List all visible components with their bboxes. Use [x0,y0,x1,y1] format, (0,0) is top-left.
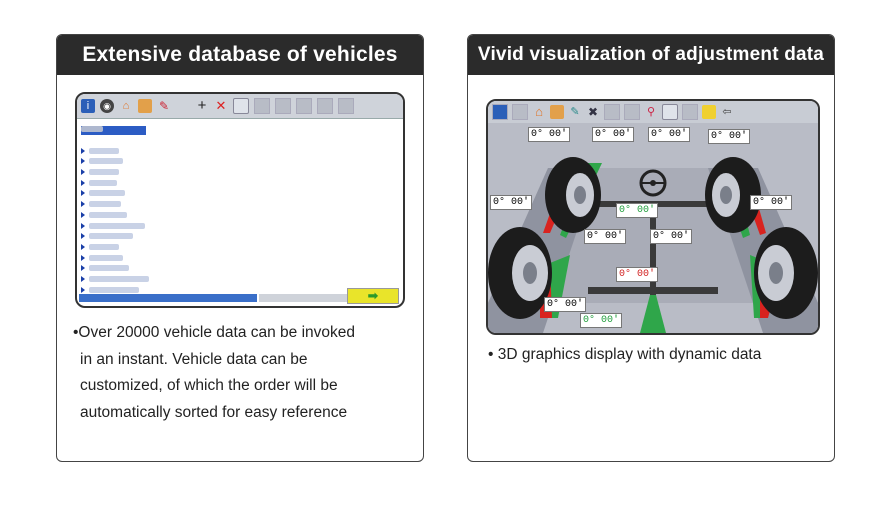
home-icon[interactable]: ⌂ [122,100,130,112]
front-right-caster-readout: 0° 00' [648,127,691,142]
toolbar-slot [254,98,270,114]
list-item[interactable] [81,135,291,146]
pencil-icon[interactable]: ✎ [570,106,580,118]
selected-vehicle-row[interactable] [81,126,146,135]
home-icon[interactable]: ⌂ [535,104,543,119]
arrow-right-icon: ➡ [367,288,379,303]
vehicle-database-card: Extensive database of vehicles i ◉ ⌂ ✎ +… [56,34,424,462]
toolbar-slot [492,104,508,120]
adjustment-visualization-card: Vivid visualization of adjustment data ⌂… [467,34,835,462]
list-item[interactable] [81,210,291,221]
front-right-wheel [705,157,761,233]
list-item[interactable] [81,199,291,210]
rear-axle [588,287,718,294]
description-line: in an instant. Vehicle data can be [80,350,308,368]
toolbar-slot [317,98,333,114]
description-line: •Over 20000 vehicle data can be invoked [73,324,356,341]
description-line: • 3D graphics display with dynamic data [488,346,762,363]
rear-left-camber-readout: 0° 00' [584,229,627,244]
alignment-toolbar: ⌂ ✎ ✖ ⚲ ⇦ [488,101,818,123]
rear-left-wheel [488,227,552,319]
wrench-icon[interactable]: ✖ [587,105,599,119]
vehicle-database-title: Extensive database of vehicles [57,35,423,75]
front-left-wheel [545,157,601,233]
folder-icon[interactable] [138,99,152,113]
list-item[interactable] [81,274,291,285]
adjustment-visualization-description: • 3D graphics display with dynamic data [488,343,761,367]
list-item[interactable] [81,177,291,188]
front-right-camber-readout: 0° 00' [708,129,751,144]
add-icon[interactable]: + [197,97,207,114]
list-item[interactable] [81,231,291,242]
front-left-caster-readout: 0° 00' [592,127,635,142]
drive-shaft [650,207,656,297]
rear-total-toe-readout: 0° 00' [616,267,659,282]
vehicle-info-bar [79,294,257,302]
adjustment-visualization-title-text: Vivid visualization of adjustment data [477,44,825,65]
list-item[interactable] [81,124,291,135]
camera-icon[interactable] [662,104,678,120]
list-item[interactable] [81,263,291,274]
description-line: customized, of which the order will be [80,377,338,394]
adjustment-visualization-title: Vivid visualization of adjustment data [468,35,834,75]
list-item[interactable] [81,284,291,295]
edit-icon[interactable]: ✎ [158,99,170,113]
toolbar-slot [338,98,354,114]
list-item[interactable] [81,145,291,156]
list-item[interactable] [81,252,291,263]
toolbar-slot [624,104,640,120]
eye-icon[interactable]: ◉ [100,99,114,113]
vehicle-database-screenshot: i ◉ ⌂ ✎ + ✕ [75,92,405,308]
search-icon[interactable]: ⚲ [646,106,656,118]
list-item[interactable] [81,220,291,231]
toolbar-slot [604,104,620,120]
folder-icon[interactable] [550,105,564,119]
vehicle-database-title-text: Extensive database of vehicles [82,43,398,66]
front-right-toe-readout: 0° 00' [750,195,793,210]
next-button[interactable]: ➡ [347,288,399,304]
alignment-diagram [488,157,818,333]
toolbar-slot [512,104,528,120]
help-icon[interactable] [702,105,716,119]
description-line: automatically sorted for easy reference [80,403,348,421]
front-total-toe-readout: 0° 00' [616,203,659,218]
front-left-toe-readout: 0° 00' [490,195,533,210]
info-icon[interactable]: i [81,99,95,113]
vehicle-database-description: •Over 20000 vehicle data can be invoked … [73,320,418,426]
list-item[interactable] [81,156,291,167]
rear-right-wheel [754,227,818,319]
rear-left-toe-readout: 0° 00' [544,297,587,312]
exit-icon[interactable]: ⇦ [722,106,732,118]
toolbar-slot [682,104,698,120]
rear-right-camber-readout: 0° 00' [650,229,693,244]
steering-wheel-icon [639,169,667,197]
toolbar-slot [296,98,312,114]
list-item[interactable] [81,188,291,199]
thrust-angle-wedge [640,295,666,333]
alignment-screenshot: ⌂ ✎ ✖ ⚲ ⇦ [486,99,820,335]
list-item[interactable] [81,242,291,253]
toolbar-slot [275,98,291,114]
vehicle-info-bar-secondary [259,294,349,302]
thrust-angle-readout: 0° 00' [580,313,623,328]
database-toolbar: i ◉ ⌂ ✎ + ✕ [77,94,403,119]
print-icon[interactable] [233,98,249,114]
vehicle-list [81,124,291,295]
front-left-camber-readout: 0° 00' [528,127,571,142]
delete-icon[interactable]: ✕ [215,98,227,113]
toolbar-spacer [176,99,190,113]
list-item[interactable] [81,167,291,178]
alignment-scene: 0° 00' 0° 00' 0° 00' 0° 00' 0° 00' 0° 00… [488,123,818,333]
